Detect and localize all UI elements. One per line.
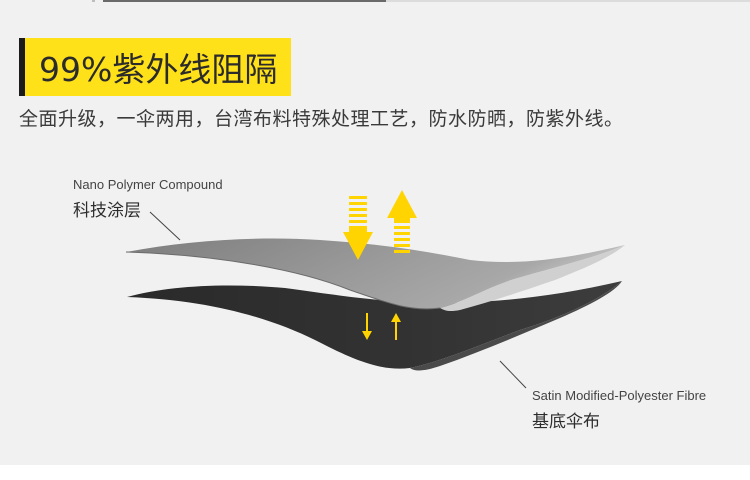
top-label-leader bbox=[149, 211, 181, 241]
bottom-label-leader bbox=[499, 360, 527, 389]
top-divider-mark bbox=[92, 0, 95, 2]
bottom-layer-chinese: 基底伞布 bbox=[532, 412, 600, 432]
bottom-layer-english: Satin Modified-Polyester Fibre bbox=[532, 388, 707, 403]
down-arrow-icon bbox=[343, 196, 373, 260]
top-layer-english: Nano Polymer Compound bbox=[73, 177, 223, 192]
title-highlight: 99%紫外线阻隔 bbox=[25, 38, 292, 96]
up-arrow-icon bbox=[387, 190, 417, 253]
bottom-layer-label: Satin Modified-Polyester Fibre 基底伞布 bbox=[532, 388, 706, 432]
banner-background: 99%紫外线阻隔 全面升级，一伞两用，台湾布料特殊处理工艺，防水防晒，防紫外线。 bbox=[0, 0, 750, 465]
page-title: 99%紫外线阻隔 bbox=[39, 50, 278, 89]
top-layer-label: Nano Polymer Compound 科技涂层 bbox=[73, 177, 223, 221]
bottom-fabric-layer bbox=[127, 281, 622, 371]
top-divider-light bbox=[386, 0, 750, 2]
top-divider-dark bbox=[103, 0, 386, 2]
title-accent-bar bbox=[19, 38, 25, 96]
top-coating-layer bbox=[125, 238, 625, 312]
small-up-arrow-icon bbox=[391, 313, 401, 340]
fabric-layers-illustration bbox=[125, 190, 625, 389]
page-subtitle: 全面升级，一伞两用，台湾布料特殊处理工艺，防水防晒，防紫外线。 bbox=[19, 108, 624, 130]
small-down-arrow-icon bbox=[362, 313, 372, 340]
title-block: 99%紫外线阻隔 bbox=[19, 38, 292, 96]
top-layer-chinese: 科技涂层 bbox=[73, 201, 141, 221]
